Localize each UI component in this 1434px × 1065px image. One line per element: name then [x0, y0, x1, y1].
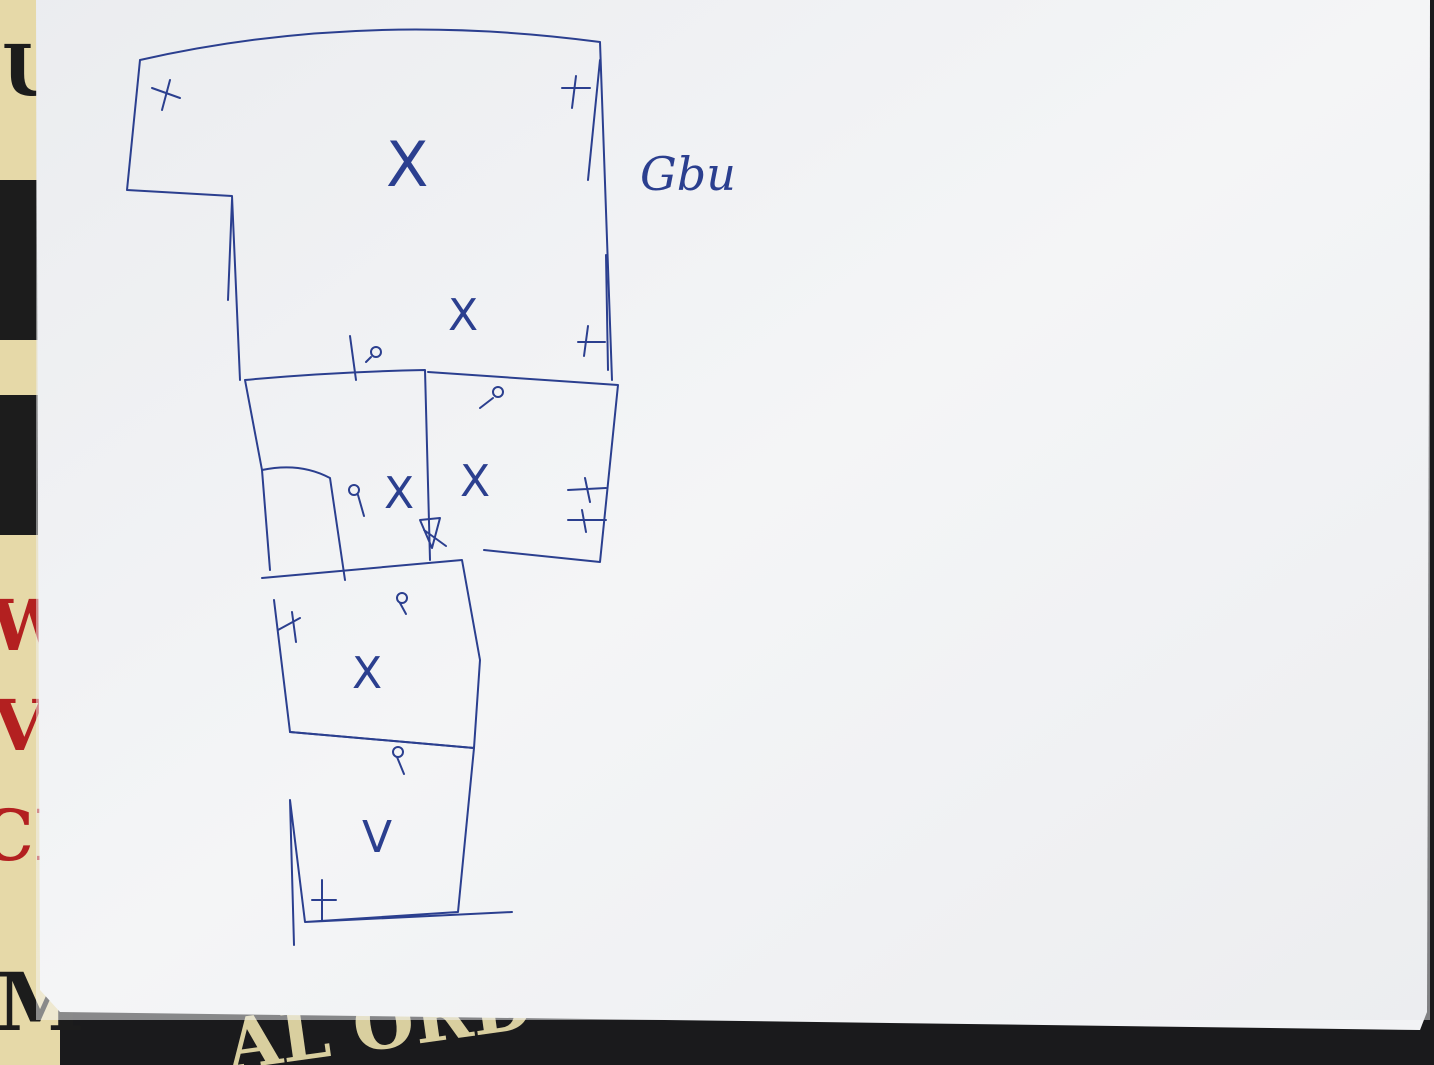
window-symbol: [567, 477, 607, 533]
door-symbol: [349, 335, 357, 381]
paper-shade: [36, 0, 1430, 1020]
door-symbol: [561, 75, 591, 109]
bottom-room-outline: [289, 731, 513, 946]
lower-room-outline: [261, 559, 481, 749]
middle-left-room-outline: [244, 369, 431, 581]
door-symbol: [277, 611, 301, 643]
side-note: Gbu: [640, 147, 736, 201]
door-symbol: [311, 879, 337, 921]
room-mark: X: [384, 468, 414, 519]
room-mark: X: [460, 456, 490, 507]
floor-plan-sketch: X X X X X V Gbu: [126, 28, 736, 946]
room-mark: X: [448, 290, 478, 341]
light-fixture-icon: [479, 386, 504, 409]
room-mark: X: [386, 128, 428, 201]
top-room-outline: [126, 28, 613, 381]
top-room-wall-double: [227, 59, 609, 371]
light-fixture-icon: [348, 484, 365, 517]
middle-right-room-outline: [427, 371, 619, 563]
light-fixture-icon: [396, 592, 408, 615]
light-fixture-icon: [365, 346, 382, 363]
door-symbol: [577, 325, 606, 357]
poster-black-band: [0, 180, 38, 340]
poster-black-band-2: [0, 395, 38, 535]
stair-symbol: [419, 517, 447, 549]
light-fixture-icon: [392, 746, 405, 775]
door-symbol: [151, 79, 181, 111]
room-mark: X: [352, 648, 382, 699]
room-mark: V: [362, 812, 392, 863]
